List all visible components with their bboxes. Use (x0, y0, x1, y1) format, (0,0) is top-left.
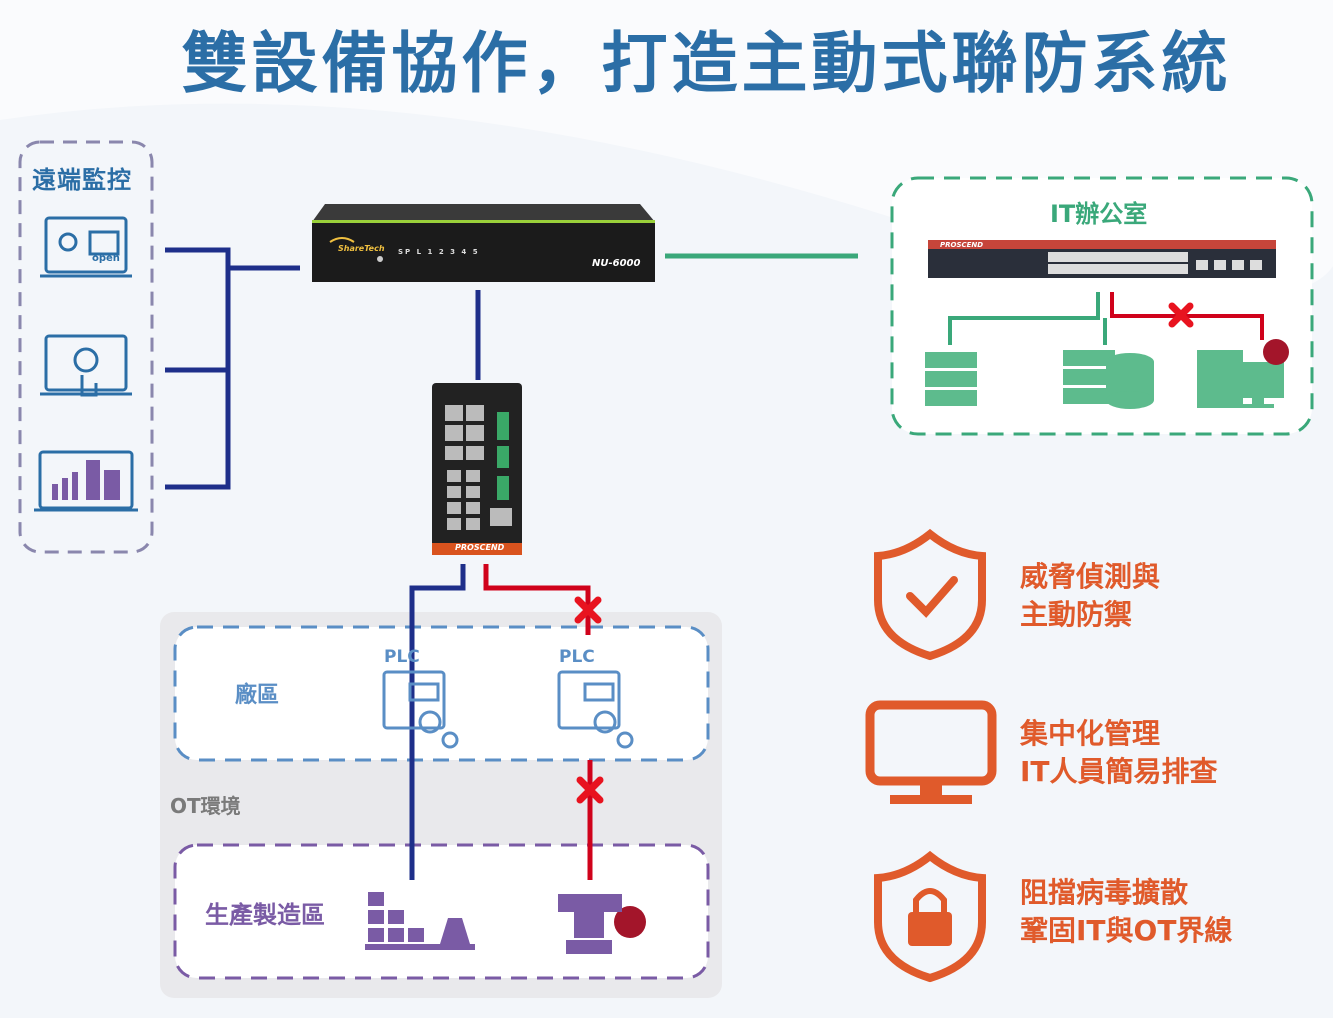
it-blocked-line (1110, 292, 1264, 340)
virus-icon (614, 339, 1289, 938)
it-office-title: IT辦公室 (1050, 200, 1148, 228)
ot-environment-title: OT環境 (170, 794, 241, 818)
robot-arm-icon (365, 892, 475, 950)
remote-connection-lines (165, 247, 481, 880)
shield-check-icon (874, 528, 986, 661)
it-switch-device (928, 240, 1276, 278)
it-switch-brand: PROSCEND (940, 241, 984, 249)
drill-machine-icon (558, 894, 622, 954)
remote-lightbulb-monitor-icon (40, 216, 132, 278)
firewall-port-labels: SP L 1 2 3 4 5 (398, 248, 480, 256)
computer-icon (1197, 350, 1284, 408)
remote-gear-touch-icon (40, 334, 132, 397)
database-server-icon (1063, 350, 1154, 409)
shield-lock-icon (874, 850, 986, 983)
feature-line1: 威脅偵測與 (1020, 560, 1161, 593)
plc-label-2: PLC (559, 647, 595, 667)
remote-dashboard-icon (34, 450, 138, 512)
industrial-switch-brand: PROSCEND (455, 543, 505, 552)
block-x-icon (574, 302, 1194, 804)
server-icon (925, 352, 977, 406)
industrial-switch-device (432, 383, 522, 555)
plc-label-1: PLC (384, 647, 420, 667)
feature-line1: 阻擋病毒擴散 (1020, 876, 1189, 909)
feature-threat-detection: 威脅偵測與 主動防禦 (1020, 558, 1160, 634)
feature-central-management: 集中化管理 IT人員簡易排查 (1020, 715, 1218, 791)
plc-icon (382, 670, 634, 749)
feature-line1: 集中化管理 (1020, 717, 1161, 750)
monitor-icon (865, 700, 997, 804)
feature-block-virus: 阻擋病毒擴散 鞏固IT與OT界線 (1020, 874, 1232, 950)
remote-monitoring-title: 遠端監控 (32, 166, 132, 194)
open-tag: open (92, 253, 120, 264)
firewall-brand: ShareTech (338, 244, 385, 253)
feature-line2: 鞏固IT與OT界線 (1020, 914, 1233, 947)
firewall-device (312, 204, 655, 282)
it-lan-lines (948, 292, 1107, 345)
feature-line2: 主動防禦 (1020, 598, 1133, 631)
production-title: 生產製造區 (205, 901, 325, 929)
factory-title: 廠區 (235, 683, 280, 708)
feature-line2: IT人員簡易排查 (1020, 755, 1218, 788)
remote-monitoring-box (18, 140, 154, 554)
firewall-model: NU-6000 (592, 258, 641, 269)
page-title: 雙設備協作，打造主動式聯防系統 (181, 25, 1232, 102)
